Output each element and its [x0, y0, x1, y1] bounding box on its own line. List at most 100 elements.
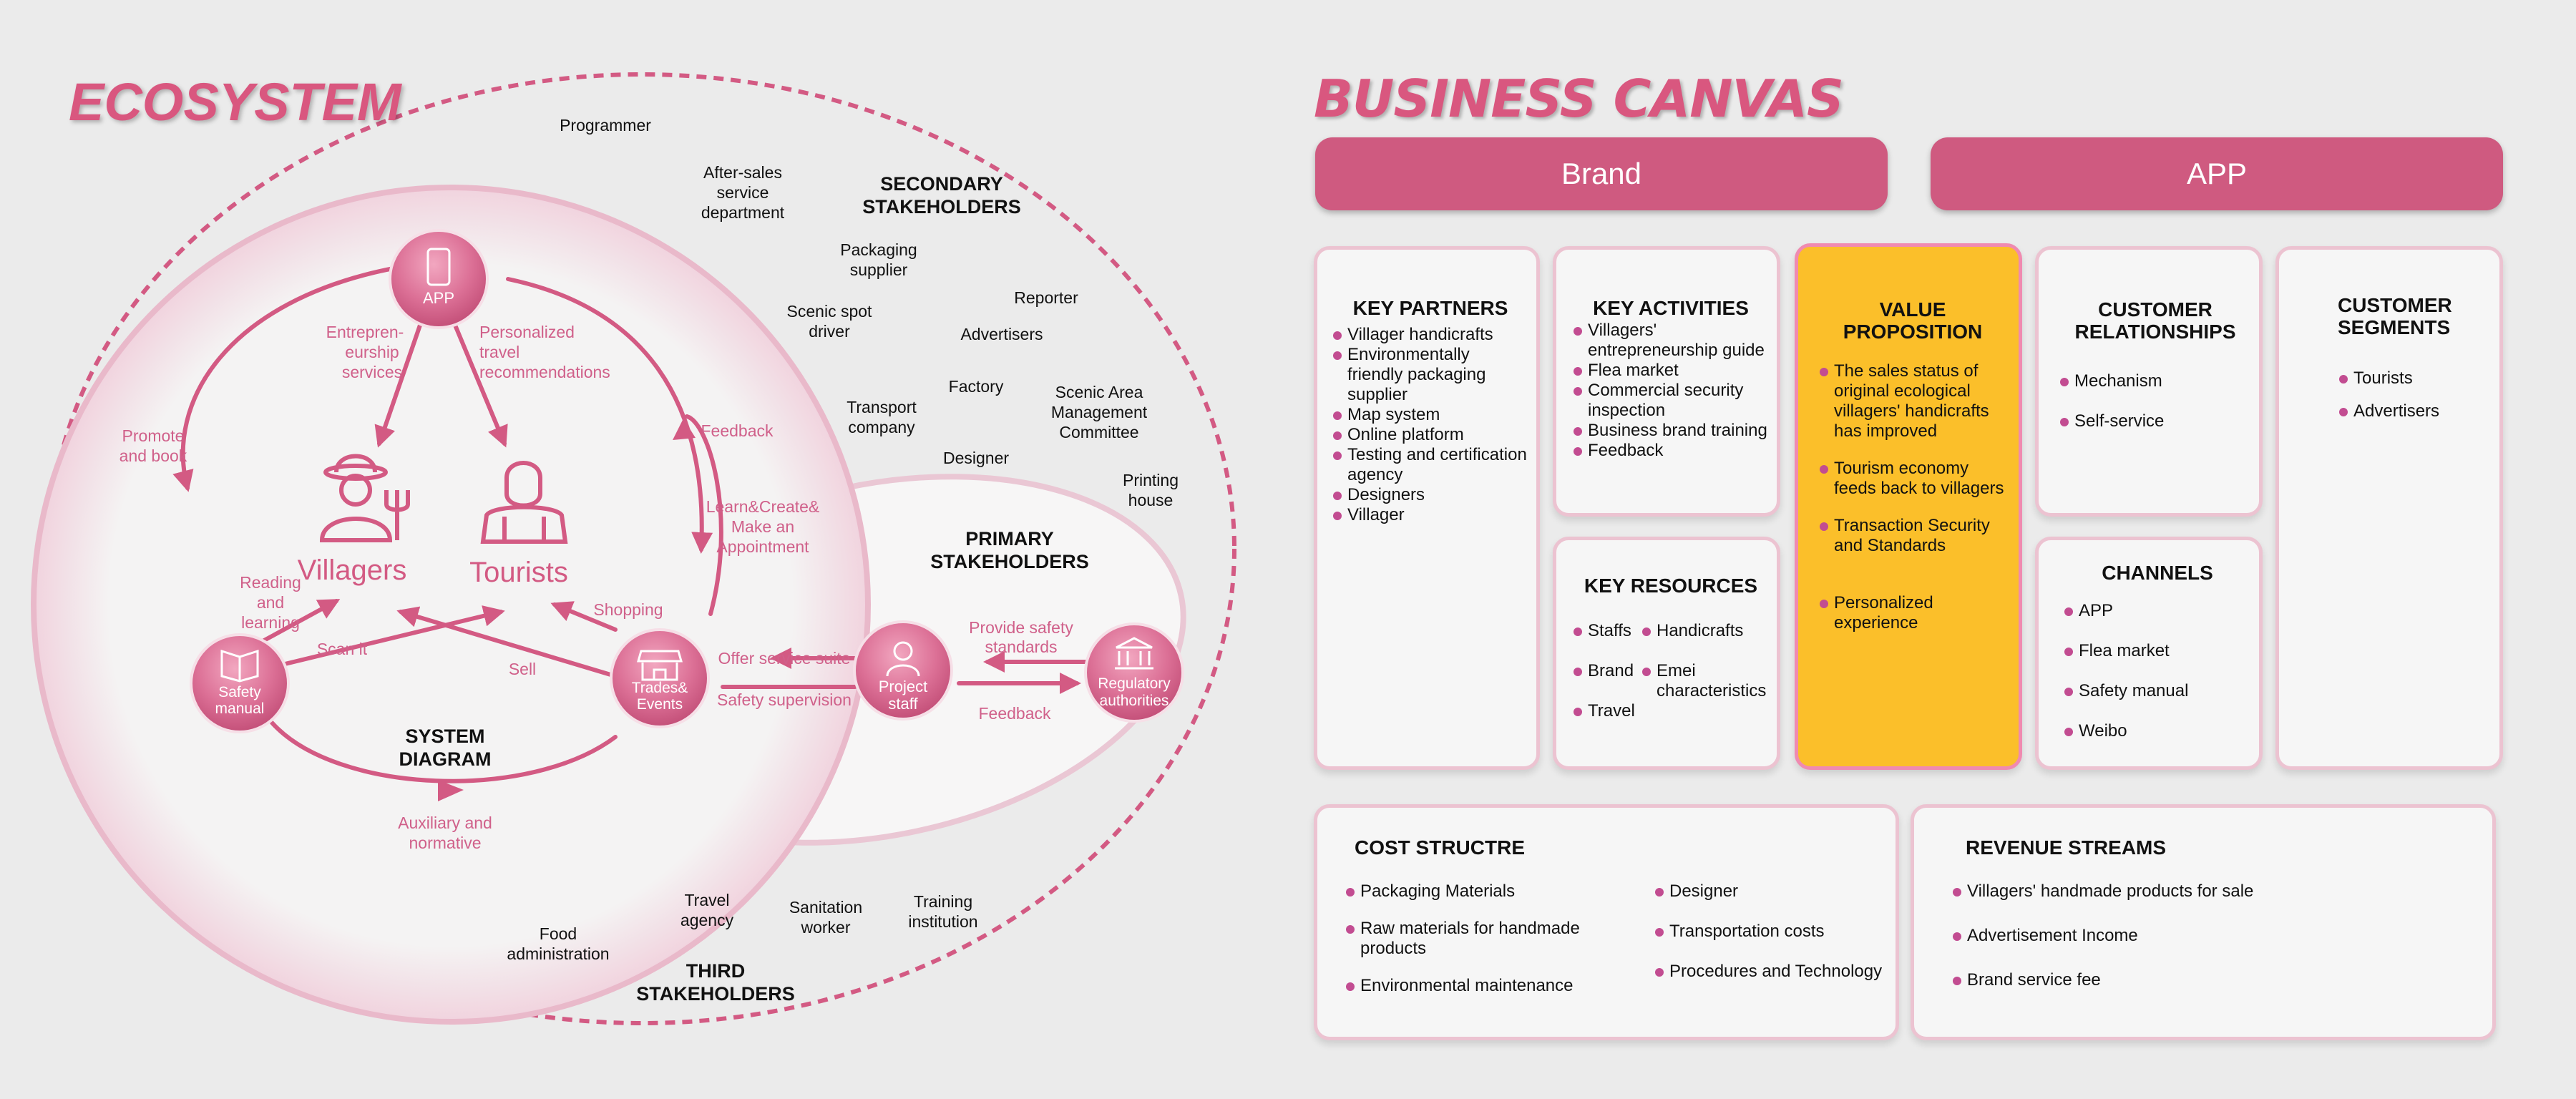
revenue-streams-title: REVENUE STREAMS [1966, 836, 2167, 859]
list-item: Travel [1572, 701, 1641, 721]
svg-text:manual: manual [215, 700, 265, 717]
arrow-head-auxiliary [438, 780, 464, 801]
key-resources-list-1: Staffs Brand Travel [1572, 621, 1641, 721]
list-item: Staffs [1572, 621, 1641, 641]
svg-text:Safety: Safety [218, 684, 261, 700]
list-item: Designers [1332, 485, 1529, 505]
brand-banner-label: Brand [1561, 157, 1642, 190]
label-feedback: Feedback [701, 421, 774, 440]
list-item: Tourism economy feeds back to villagers [1818, 459, 2007, 499]
list-item: Weibo [2063, 721, 2252, 741]
stakeholder-advertisers: Advertisers [960, 325, 1043, 343]
app-banner[interactable]: APP [1931, 137, 2503, 210]
ecosystem-diagram: ECOSYSTEM APP Safety manual Trades& Even… [31, 72, 1236, 1025]
list-item: Procedures and Technology [1654, 962, 1885, 982]
list-item: Tourists [2338, 368, 2492, 389]
arrow-app-to-villagers [374, 313, 426, 448]
stakeholder-factory: Factory [949, 377, 1004, 396]
arrow-app-to-trades [506, 277, 713, 554]
key-partners-list: Villager handicrafts Environmentally fri… [1332, 325, 1529, 525]
app-banner-label: APP [2186, 157, 2248, 190]
arrow-safety-to-tourists [277, 605, 505, 668]
revenue-streams-list: Villagers' handmade products for sale Ad… [1951, 881, 2482, 990]
list-item: Flea market [1572, 361, 1770, 381]
government-building-icon [1115, 637, 1153, 670]
list-item: Business brand training [1572, 421, 1770, 441]
list-item: Advertisement Income [1951, 926, 2482, 946]
ecosystem-title: ECOSYSTEM [69, 72, 402, 132]
list-item: Testing and certification agency [1332, 445, 1529, 485]
arrow-trades-to-villagers [396, 606, 618, 678]
stakeholder-programmer: Programmer [560, 116, 651, 135]
list-item: Handicrafts [1641, 621, 1770, 641]
list-item: Brand service fee [1951, 970, 2482, 990]
list-item: Packaging Materials [1345, 881, 1654, 902]
cost-structure-list-2: Designer Transportation costs Procedures… [1654, 881, 1885, 996]
list-item: Feedback [1572, 441, 1770, 461]
svg-text:Project: Project [879, 678, 927, 695]
arrow-head-feedback [673, 419, 696, 440]
key-activities-list: Villagers' entrepreneurship guide Flea m… [1572, 321, 1770, 461]
list-item: Villager handicrafts [1332, 325, 1529, 345]
list-item: Villagers' entrepreneurship guide [1572, 321, 1770, 361]
svg-text:Events: Events [637, 696, 683, 713]
key-activities-title: KEY ACTIVITIES [1593, 297, 1749, 319]
person-icon [893, 641, 913, 661]
list-item: Map system [1332, 405, 1529, 425]
list-item: Flea market [2063, 641, 2252, 661]
stakeholder-designer: Designer [943, 449, 1009, 467]
list-item: Mechanism [2059, 371, 2252, 391]
channels-title: CHANNELS [2102, 562, 2213, 584]
svg-text:authorities: authorities [1100, 693, 1169, 709]
value-proposition-list: The sales status of original ecological … [1818, 361, 2007, 633]
villager-icon [319, 454, 410, 542]
list-item: APP [2063, 601, 2252, 621]
label-sell: Sell [509, 660, 536, 678]
key-partners-title: KEY PARTNERS [1352, 297, 1508, 319]
svg-text:APP: APP [423, 289, 454, 307]
arrow-safety-to-villagers [255, 599, 341, 646]
app-node[interactable]: APP [389, 229, 489, 329]
safety-manual-node[interactable]: Safety manual [190, 633, 290, 733]
revenue-streams-card: REVENUE STREAMS Villagers' handmade prod… [1911, 804, 2496, 1040]
list-item: Emei characteristics [1641, 661, 1770, 701]
phone-icon [426, 248, 451, 286]
list-item: Brand [1572, 661, 1641, 681]
list-item: Villager [1332, 505, 1529, 525]
cost-structure-card: COST STRUCTRE Packaging Materials Raw ma… [1314, 804, 1899, 1040]
brand-banner[interactable]: Brand [1315, 137, 1888, 210]
key-activities-card: KEY ACTIVITIES Villagers' entrepreneursh… [1553, 246, 1780, 517]
tourists-label: Tourists [469, 557, 568, 588]
list-item: Environmental maintenance [1345, 976, 1654, 996]
cost-structure-title: COST STRUCTRE [1355, 836, 1525, 859]
list-item: Designer [1654, 881, 1885, 902]
svg-text:Regulatory: Regulatory [1098, 675, 1171, 692]
customer-relationships-list: Mechanism Self-service [2059, 371, 2252, 431]
trades-events-node[interactable]: Trades& Events [610, 628, 710, 728]
regulatory-authorities-node[interactable]: Regulatory authorities [1084, 622, 1184, 723]
list-item: Commercial security inspection [1572, 381, 1770, 421]
project-staff-node[interactable]: Project staff [853, 620, 953, 721]
arrow-trades-to-tourists [550, 601, 618, 632]
key-partners-card: KEY PARTNERS Villager handicrafts Enviro… [1314, 246, 1540, 770]
tourist-icon [480, 461, 568, 544]
customer-segments-list: Tourists Advertisers [2338, 368, 2492, 421]
list-item: Personalized experience [1818, 593, 2007, 633]
label-safety-supervision: Safety supervision [717, 690, 852, 709]
system-circle [31, 185, 871, 1025]
